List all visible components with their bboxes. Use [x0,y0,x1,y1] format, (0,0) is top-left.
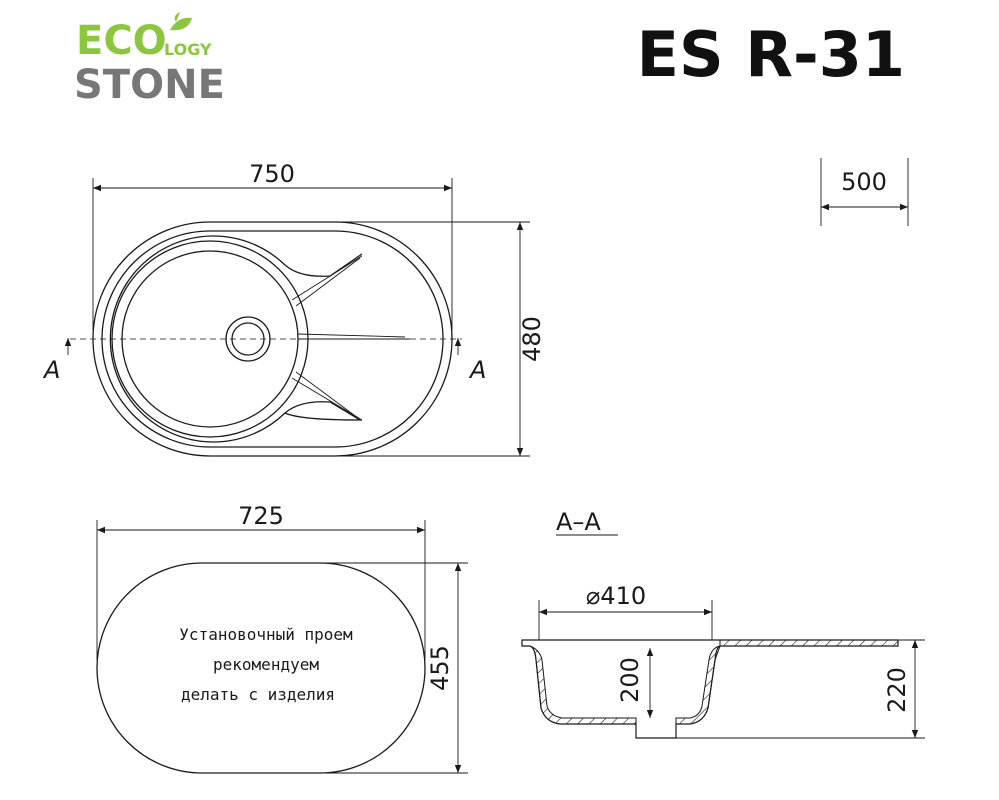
dim-width: 750 [249,160,295,188]
section-mark-right: A [468,356,486,384]
dim-bowl-depth: 200 [616,657,644,703]
drain-inner [231,322,265,356]
top-view: A A 750 480 500 [42,158,909,457]
cutout-view: 725 455 Установочный проем рекомендуем д… [96,502,468,774]
dim-cutout-width: 725 [238,502,284,530]
logo-stone: STONE [74,62,225,108]
section-mark-left: A [42,356,60,384]
dim-height: 480 [518,316,546,362]
cutout-note-line1: Установочный проем [179,625,353,644]
model-title: ES R-31 [637,18,905,91]
cutout-note-line2: рекомендуем [213,655,319,674]
dim-depth: 500 [841,168,887,196]
cutout-note-line3: делать с изделия [181,685,335,704]
dim-cutout-height: 455 [426,645,454,691]
logo-eco: ECO [76,18,167,64]
ecology-stone-logo: ECO LOGY STONE [74,12,225,108]
section-title: A–A [556,508,601,536]
section-view: A–A ⌀410 200 220 [521,508,925,739]
logo-logy: LOGY [164,40,212,59]
leaf-icon [170,12,192,31]
dim-total-depth: 220 [883,667,911,713]
dim-bowl-diameter: ⌀410 [586,582,646,610]
